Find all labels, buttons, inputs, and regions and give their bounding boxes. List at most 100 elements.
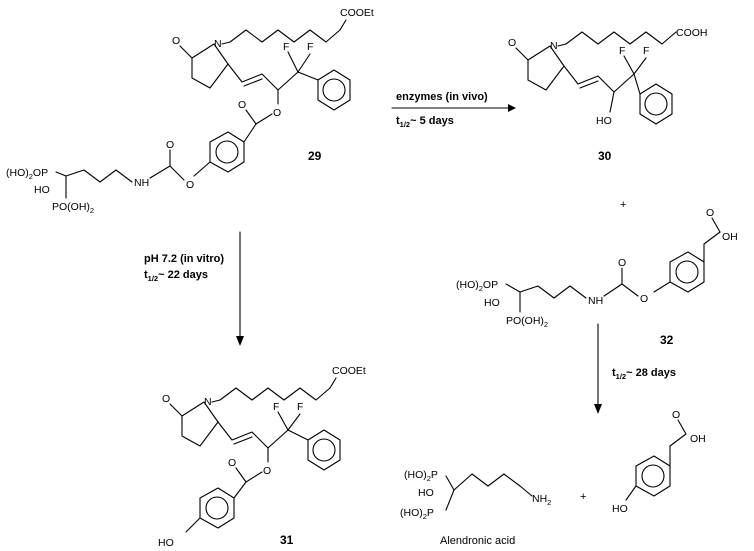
pyrrolidinone-ring [191, 43, 229, 89]
carbamate-o: O [186, 179, 194, 191]
label-29: 29 [308, 149, 322, 163]
cooh-label: COOH [676, 27, 708, 39]
compound-29: COOEt O N F F O O O O [6, 7, 374, 215]
propyl-chain-32 [519, 285, 587, 299]
cf2-bond-30 [613, 73, 635, 93]
cooh-o-32: O [706, 207, 714, 219]
f2-bond-31 [287, 413, 301, 431]
phenyl-aromatic [322, 78, 346, 102]
compound-31: COOEt O N F F O O HO 31 [158, 365, 366, 549]
phenyl-ring [317, 69, 351, 111]
bp-p2: PO(OH)2 [52, 201, 94, 215]
carbonyl-o-31: O [162, 393, 170, 405]
f1-bond [287, 51, 299, 73]
cf2-bond [277, 71, 299, 91]
compound-30: COOH O N F F HO 30 [508, 27, 708, 163]
phenol-ho-31: HO [158, 537, 174, 549]
aryl-o-32 [653, 281, 671, 293]
propyl-chain [65, 169, 133, 183]
alen-p2: (HO)2P [400, 507, 434, 521]
cooh-c-32 [703, 231, 721, 245]
vinyl-chain-30 [563, 65, 615, 93]
ester-c-bond [255, 113, 273, 125]
hpaa-c [669, 433, 687, 447]
ester-co-o-31: O [228, 457, 236, 469]
pyrrolidinone-ring-30 [527, 45, 565, 91]
n-chain-31 [211, 399, 221, 403]
cooet-31: COOEt [332, 365, 366, 377]
cond-t-enzymes: t1/2~ 5 days [396, 115, 454, 129]
alen-chain [453, 473, 533, 497]
carbamate-nh-32: NH [588, 295, 603, 307]
ester-co-31 [235, 467, 247, 483]
ring-n: N [214, 38, 222, 50]
carbamate-n-32 [603, 283, 623, 297]
ester-c-31 [245, 471, 263, 483]
hpaa-ho: HO [612, 503, 628, 515]
ester-co-bond [245, 109, 257, 125]
carbamate-co-o-32: O [618, 257, 626, 269]
heptanoate-chain [229, 29, 341, 43]
f2-bond [297, 53, 311, 73]
bp-ho-32: HO [484, 297, 500, 309]
heptanoic-chain [565, 31, 677, 45]
carbamate-bond [169, 165, 185, 181]
f1-30: F [619, 45, 625, 57]
cooet-label: COOEt [340, 7, 374, 19]
oh-30: HO [596, 115, 612, 127]
phenyl-31 [307, 429, 341, 471]
f2: F [307, 41, 313, 53]
oh-bond-30 [609, 91, 615, 113]
ring-n-30: N [550, 40, 558, 52]
carbamate-nh: NH [134, 177, 149, 189]
f1-bond-30 [623, 55, 635, 75]
arrow-head [508, 104, 516, 112]
alen-ho: HO [418, 487, 434, 499]
alen-b2 [445, 489, 455, 511]
phenol-aromatic-31 [205, 496, 229, 520]
alendronic-acid: (HO)2P HO (HO)2P NH2 Alendronic acid [400, 469, 551, 547]
pyrrolidinone-31 [181, 401, 219, 447]
f2-30: F [643, 45, 649, 57]
alen-nh2: NH2 [532, 493, 551, 507]
cooh-oh-32: OH [722, 231, 738, 243]
phenyl-aromatic-30 [644, 92, 668, 116]
hpaa-ring [635, 455, 671, 497]
ring-n-31: N [204, 396, 212, 408]
ester-o: O [273, 107, 281, 119]
bp-bond1-32 [505, 283, 521, 293]
carbonyl-o-30: O [508, 37, 516, 49]
heptanoate-chain-31 [219, 387, 331, 401]
bp-p1-32: (HO)2OP [456, 279, 498, 293]
hpaa-aromatic [641, 464, 665, 488]
f2-bond-30 [633, 57, 647, 75]
ch2-31 [233, 481, 247, 499]
phenylene-ring [209, 131, 245, 173]
ester-carbonyl-o: O [238, 99, 246, 111]
phenol-ring-31 [199, 487, 235, 529]
label-30: 30 [598, 149, 612, 163]
cooet-bond [339, 19, 347, 31]
vinyl-chain [227, 63, 279, 91]
alen-p1: (HO)2P [404, 469, 438, 483]
f1: F [283, 41, 289, 53]
hydroxyphenylacetic-acid: O OH HO [612, 409, 706, 515]
label-alendronic: Alendronic acid [440, 535, 515, 547]
cond-t-ph: t1/2~ 22 days [144, 269, 208, 283]
carbonyl-o: O [172, 35, 180, 47]
carbonyl-bond-31 [169, 403, 183, 417]
aryl-o-bond [193, 161, 211, 177]
phenylene-aromatic-32 [675, 260, 699, 284]
bp-ho: HO [34, 184, 50, 196]
hpaa-ho-bond [625, 485, 637, 501]
phenyl-ring-30 [639, 83, 673, 125]
bp-p2-32: PO(OH)2 [506, 315, 548, 329]
phenyl-bond-30 [633, 73, 641, 95]
cond-enzymes: enzymes (in vivo) [396, 91, 488, 103]
n-chain-bond [221, 41, 231, 45]
label-31: 31 [280, 533, 294, 547]
phenyl-bond-31 [287, 429, 309, 441]
ch2-bond [243, 123, 257, 143]
cond-t-32: t1/2~ 28 days [612, 367, 676, 381]
arrow-head-32 [594, 404, 602, 414]
